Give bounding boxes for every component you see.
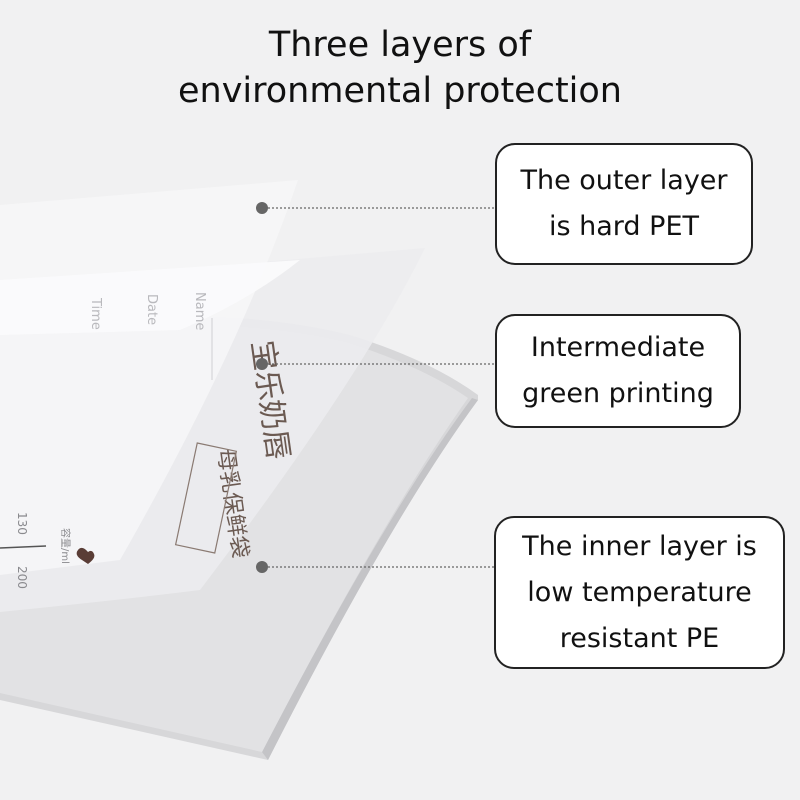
- scale-line: [0, 545, 47, 549]
- inner-dot: [256, 561, 268, 573]
- page-title: Three layers of environmental protection: [0, 22, 800, 114]
- field-date-label: Date: [144, 294, 159, 325]
- inner-callout-line-2: low temperature: [527, 576, 752, 608]
- inner-layer-edge: [262, 398, 478, 760]
- title-line-1: Three layers of: [268, 25, 532, 65]
- middle-callout-line-1: Intermediate: [530, 332, 706, 363]
- inner-layer-callout: The inner layer is low temperature resis…: [494, 516, 785, 669]
- outer-dot: [256, 202, 268, 214]
- title-line-2: environmental protection: [178, 71, 622, 111]
- middle-layer-callout: Intermediate green printing: [495, 314, 741, 428]
- outer-callout-line-1: The outer layer: [520, 165, 728, 196]
- inner-callout-line-3: resistant PE: [559, 622, 720, 654]
- middle-callout-line-2: green printing: [522, 378, 714, 409]
- field-time-label: Time: [88, 297, 103, 330]
- volume-scale: 130 200 容量/ml: [15, 512, 72, 589]
- scale-200: 200: [15, 566, 29, 589]
- outer-layer-sheet-back: [0, 260, 300, 335]
- product-text-frame: [174, 442, 238, 554]
- scale-130: 130: [15, 512, 29, 535]
- print-fields: Name Date Time: [88, 292, 207, 330]
- middle-dot: [256, 358, 268, 370]
- inner-callout-line-1: The inner layer is: [522, 530, 757, 562]
- outer-layer-callout: The outer layer is hard PET: [495, 143, 753, 265]
- volume-label: 容量/ml: [59, 528, 72, 564]
- outer-callout-line-2: is hard PET: [549, 211, 699, 242]
- connectors: [256, 202, 495, 573]
- heart-icon: [76, 547, 95, 564]
- field-name-label: Name: [192, 292, 207, 330]
